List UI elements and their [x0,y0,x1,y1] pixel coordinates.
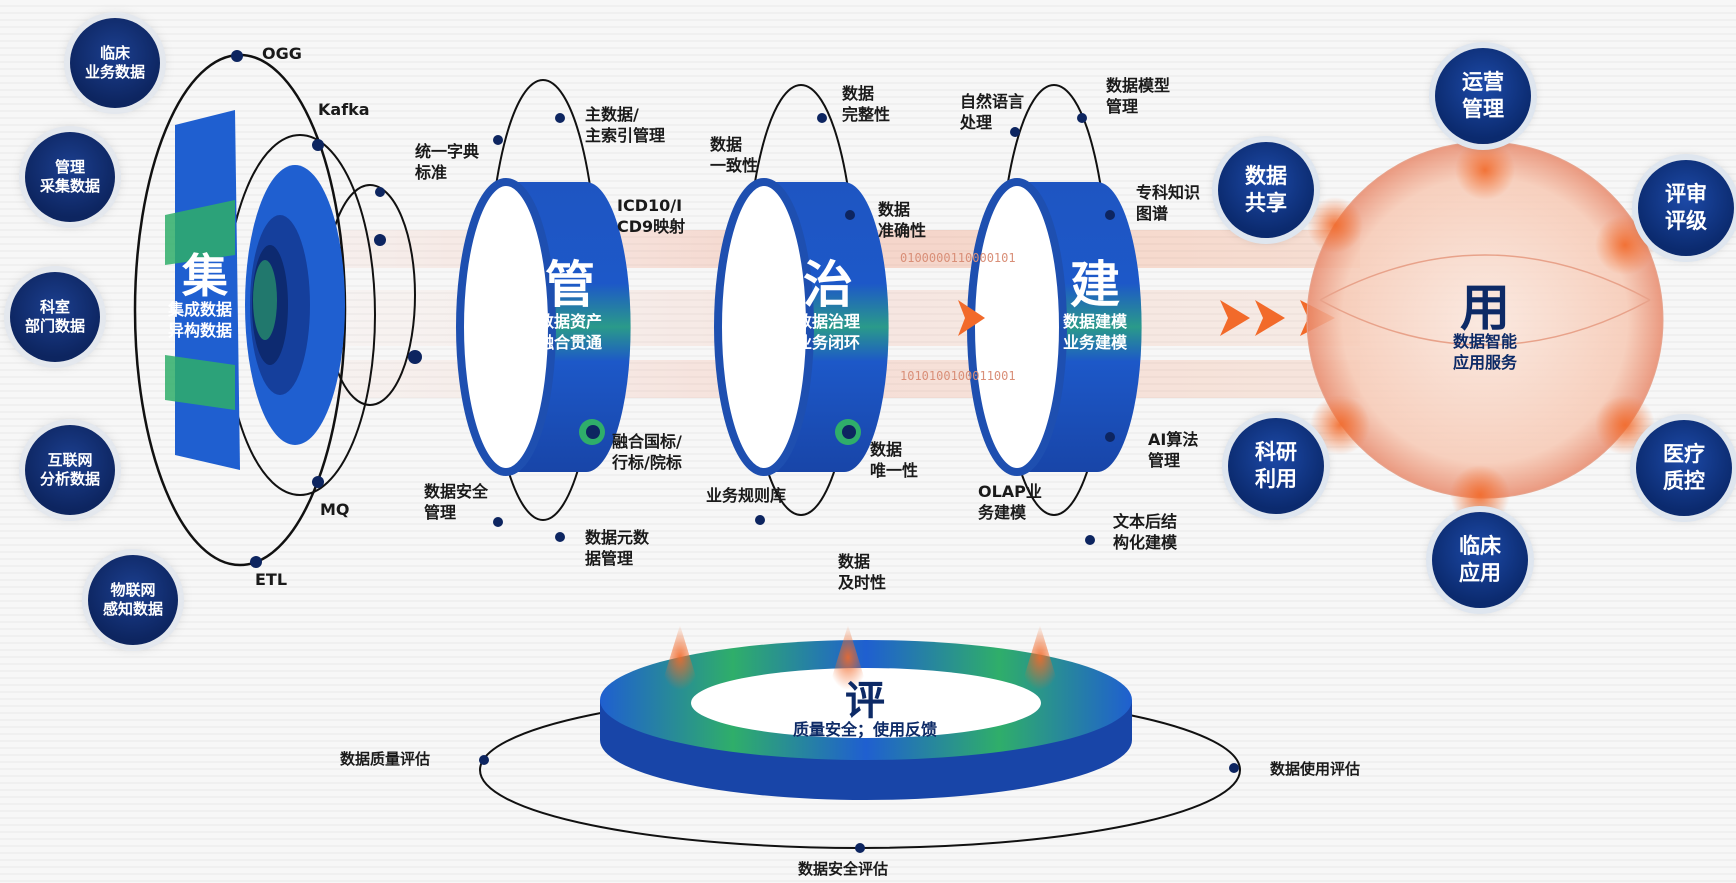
build-char: 建 [1070,256,1120,314]
binary-strip-lower: 1010100100011001 [900,369,1016,383]
use-char: 用 [1460,279,1510,337]
collect-module [133,50,422,568]
collect-char: 集 [182,249,228,303]
evaluate-char: 评 [845,678,885,724]
manage-label-metadata: 数据元数 据管理 [585,528,650,568]
manage-char: 管 [545,256,595,314]
build-module [967,84,1142,545]
build-label-model-mgmt: 数据模型 管理 [1106,76,1171,116]
govern-label-uniqueness: 数据 唯一性 [870,440,919,480]
source-circle-dept: 科室 部门数据 [10,272,100,362]
source-circle-mgmt: 管理 采集数据 [25,132,115,222]
evaluate-label-security: 数据安全评估 [798,860,889,878]
channel-ogg: OGG [262,44,302,63]
use-app-data-sharing: 数据 共享 [1218,142,1314,238]
use-app-clinical: 临床 应用 [1432,512,1528,608]
govern-subtitle: 数据治理 业务闭环 [795,312,860,352]
use-app-review-rating: 评审 评级 [1638,160,1734,256]
binary-strip-upper: 0100000110000101 [900,251,1016,265]
govern-label-timeliness: 数据 及时性 [838,552,887,592]
manage-label-standards: 融合国标/ 行标/院标 [612,432,682,472]
manage-subtitle: 数据资产 融合贯通 [537,312,602,352]
manage-label-icd: ICD10/I CD9映射 [617,196,686,236]
channel-mq: MQ [320,500,350,519]
build-label-ai: AI算法 管理 [1148,430,1199,470]
build-label-olap: OLAP业 务建模 [978,482,1042,522]
source-circle-clinical: 临床 业务数据 [70,18,160,108]
govern-label-accuracy: 数据 准确性 [878,200,927,240]
source-circle-internet: 互联网 分析数据 [25,425,115,515]
evaluate-subtitle: 质量安全；使用反馈 [792,720,937,739]
evaluate-module [479,625,1241,853]
manage-module [456,79,631,542]
govern-label-completeness: 数据 完整性 [842,84,891,124]
evaluate-label-usage: 数据使用评估 [1270,760,1361,778]
source-circle-iot: 物联网 感知数据 [88,555,178,645]
build-subtitle: 数据建模 业务建模 [1062,312,1127,352]
use-app-research: 科研 利用 [1228,418,1324,514]
use-app-operations: 运营 管理 [1435,48,1531,144]
use-subtitle: 数据智能 应用服务 [1452,332,1517,372]
evaluate-label-quality: 数据质量评估 [340,750,431,768]
build-label-text: 文本后结 构化建模 [1113,512,1178,552]
use-module [1306,140,1664,525]
channel-etl: ETL [255,570,288,589]
manage-label-master: 主数据/ 主索引管理 [585,105,666,145]
govern-label-rules: 业务规则库 [706,486,787,505]
collect-subtitle: 集成数据 异构数据 [167,300,232,340]
build-label-nlp: 自然语言 处理 [960,92,1025,132]
manage-label-dictionary: 统一字典 标准 [415,142,480,182]
govern-label-consistency: 数据 一致性 [710,135,759,175]
use-app-quality-control: 医疗 质控 [1636,420,1732,516]
channel-kafka: Kafka [318,100,370,119]
govern-char: 治 [803,256,853,314]
govern-module [714,84,889,525]
manage-label-security: 数据安全 管理 [424,482,489,522]
build-label-knowledge-graph: 专科知识 图谱 [1136,183,1201,223]
